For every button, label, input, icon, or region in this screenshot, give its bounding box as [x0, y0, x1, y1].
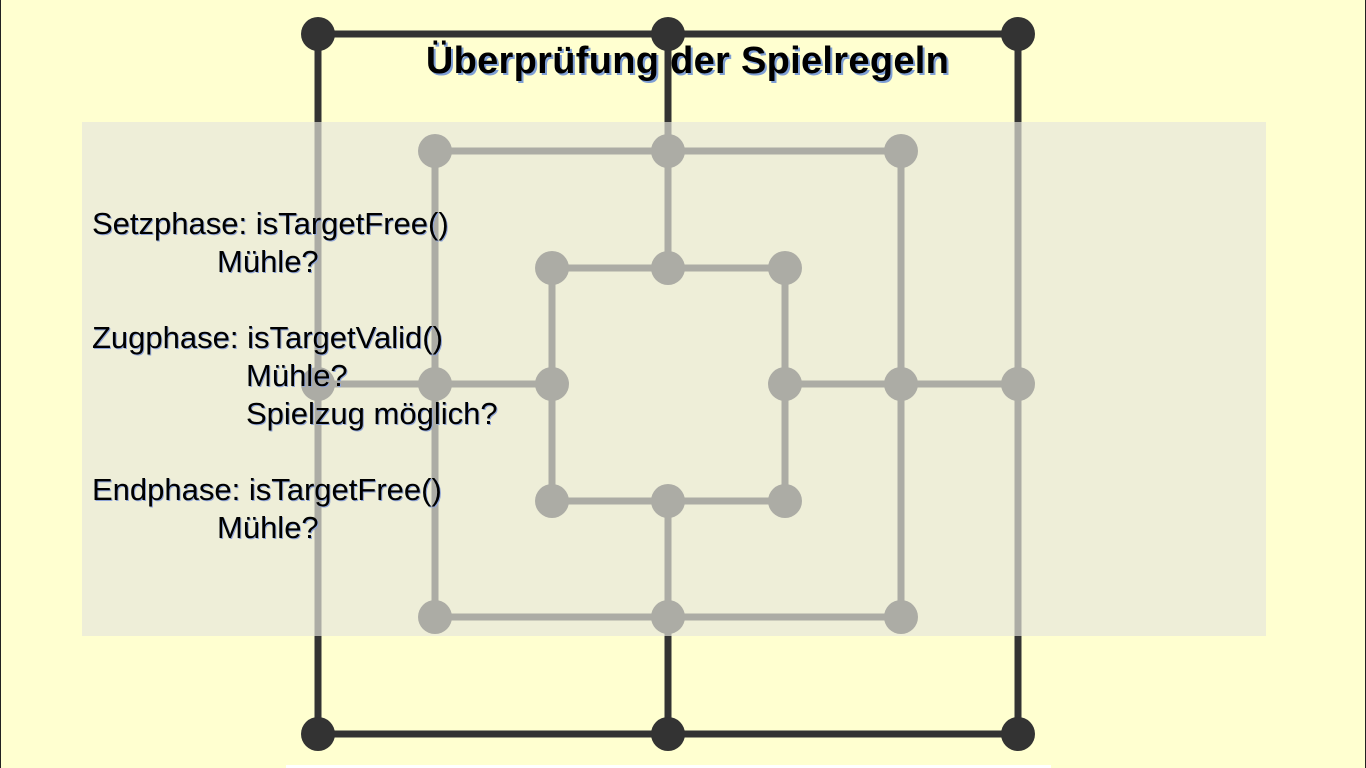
board-point [1001, 17, 1035, 51]
zugphase-spielzug-line: Spielzug möglich? [246, 396, 498, 431]
bottom-strip [286, 765, 1051, 768]
content-panel [82, 122, 1266, 636]
slide-title: Überprüfung der Spielregeln [425, 40, 950, 82]
zugphase-muehle-line: Mühle? [246, 358, 348, 393]
setzphase-muehle-line: Mühle? [217, 244, 319, 279]
endphase-muehle-line: Mühle? [217, 510, 319, 545]
setzphase-line: Setzphase: isTargetFree() [92, 206, 449, 241]
board-point [301, 17, 335, 51]
board-point [651, 17, 685, 51]
board-point [1001, 717, 1035, 751]
board-point [651, 717, 685, 751]
endphase-line: Endphase: isTargetFree() [92, 472, 442, 507]
zugphase-line: Zugphase: isTargetValid() [92, 320, 443, 355]
board-point [301, 717, 335, 751]
